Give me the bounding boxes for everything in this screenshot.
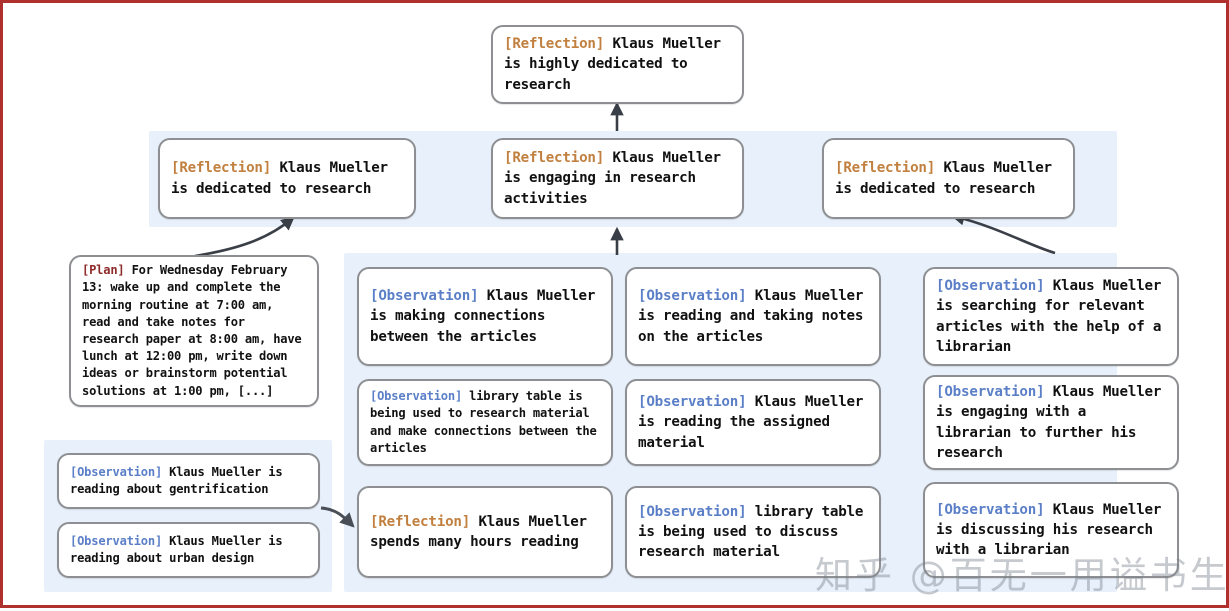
node-center-right-observation-3[interactable]: [Observation] library table is being use… [625,486,881,578]
node-right-observation-2[interactable]: [Observation] Klaus Mueller is engaging … [923,375,1179,470]
node-reflection-center[interactable]: [Reflection] Klaus Mueller is engaging i… [491,138,744,219]
node-text: Klaus Mueller is reading the assigned ma… [638,394,872,451]
tag-reflection: [Reflection] [504,150,605,167]
node-right-observation-1-text: [Observation] Klaus Mueller is searching… [925,276,1177,357]
node-center-right-observation-3-text: [Observation] library table is being use… [627,502,879,562]
node-text: Klaus Mueller is searching for relevant … [936,278,1170,355]
tag-observation: [Observation] [936,384,1045,401]
node-center-right-observation-2[interactable]: [Observation] Klaus Mueller is reading t… [625,379,881,466]
tag-observation: [Observation] [936,501,1045,518]
node-reflection-center-text: [Reflection] Klaus Mueller is engaging i… [493,148,742,208]
node-reflection-left-text: [Reflection] Klaus Mueller is dedicated … [160,158,414,198]
tag-observation: [Observation] [638,503,747,520]
node-text: library table is being used to discuss r… [638,503,872,561]
node-reflection-right-text: [Reflection] Klaus Mueller is dedicated … [824,158,1073,198]
node-root-reflection[interactable]: [Reflection] Klaus Mueller is highly ded… [491,25,744,104]
node-left-observation-2-text: [Observation] Klaus Mueller is reading a… [59,533,318,567]
node-right-observation-2-text: [Observation] Klaus Mueller is engaging … [925,382,1177,463]
node-right-observation-3[interactable]: [Observation] Klaus Mueller is discussin… [923,482,1179,578]
tag-observation: [Observation] [936,278,1045,295]
node-center-left-reflection-text: [Reflection] Klaus Mueller spends many h… [359,512,611,552]
node-reflection-left[interactable]: [Reflection] Klaus Mueller is dedicated … [158,138,416,219]
tag-observation: [Observation] [70,533,163,548]
tag-observation: [Observation] [70,464,163,479]
node-text: Klaus Mueller spends many hours reading [370,513,596,550]
node-root-reflection-text: [Reflection] Klaus Mueller is highly ded… [493,34,742,94]
node-text: Klaus Mueller is engaging in research ac… [504,150,730,207]
tag-reflection: [Reflection] [171,160,272,177]
node-center-right-observation-1-text: [Observation] Klaus Mueller is reading a… [627,286,879,346]
node-left-observation-1[interactable]: [Observation] Klaus Mueller is reading a… [57,453,320,509]
node-text: Klaus Mueller is making connections betw… [370,288,604,345]
node-center-right-observation-2-text: [Observation] Klaus Mueller is reading t… [627,392,879,452]
tag-observation: [Observation] [638,288,747,305]
node-text: For Wednesday February 13: wake up and c… [82,263,309,398]
node-text: Klaus Mueller is dedicated to research [171,160,397,197]
node-center-right-observation-1[interactable]: [Observation] Klaus Mueller is reading a… [625,267,881,366]
node-text: Klaus Mueller is engaging with a librari… [936,384,1170,461]
node-plan[interactable]: [Plan] For Wednesday February 13: wake u… [69,255,319,407]
node-center-left-reflection[interactable]: [Reflection] Klaus Mueller spends many h… [357,486,613,578]
tag-plan: [Plan] [82,263,125,278]
node-center-left-observation-2-text: [Observation] library table is being use… [359,388,611,457]
node-left-observation-2[interactable]: [Observation] Klaus Mueller is reading a… [57,522,320,578]
node-text: Klaus Mueller is reading about urban des… [70,533,290,565]
tag-reflection: [Reflection] [504,36,605,53]
tag-observation: [Observation] [638,394,747,411]
node-right-observation-3-text: [Observation] Klaus Mueller is discussin… [925,500,1177,560]
tag-observation: [Observation] [370,389,463,404]
node-plan-text: [Plan] For Wednesday February 13: wake u… [71,262,317,399]
node-text: library table is being used to research … [370,389,604,455]
node-center-left-observation-2[interactable]: [Observation] library table is being use… [357,379,613,466]
tag-reflection: [Reflection] [835,160,936,177]
node-text: Klaus Mueller is reading about gentrific… [70,464,290,496]
node-text: Klaus Mueller is reading and taking note… [638,288,872,345]
node-text: Klaus Mueller is discussing his research… [936,501,1170,559]
node-center-left-observation-1[interactable]: [Observation] Klaus Mueller is making co… [357,267,613,366]
tag-reflection: [Reflection] [370,513,471,530]
node-reflection-right[interactable]: [Reflection] Klaus Mueller is dedicated … [822,138,1075,219]
node-center-left-observation-1-text: [Observation] Klaus Mueller is making co… [359,286,611,346]
tag-observation: [Observation] [370,288,479,305]
node-left-observation-1-text: [Observation] Klaus Mueller is reading a… [59,464,318,498]
node-text: Klaus Mueller is highly dedicated to res… [504,36,730,93]
node-text: Klaus Mueller is dedicated to research [835,160,1061,197]
node-right-observation-1[interactable]: [Observation] Klaus Mueller is searching… [923,267,1179,366]
